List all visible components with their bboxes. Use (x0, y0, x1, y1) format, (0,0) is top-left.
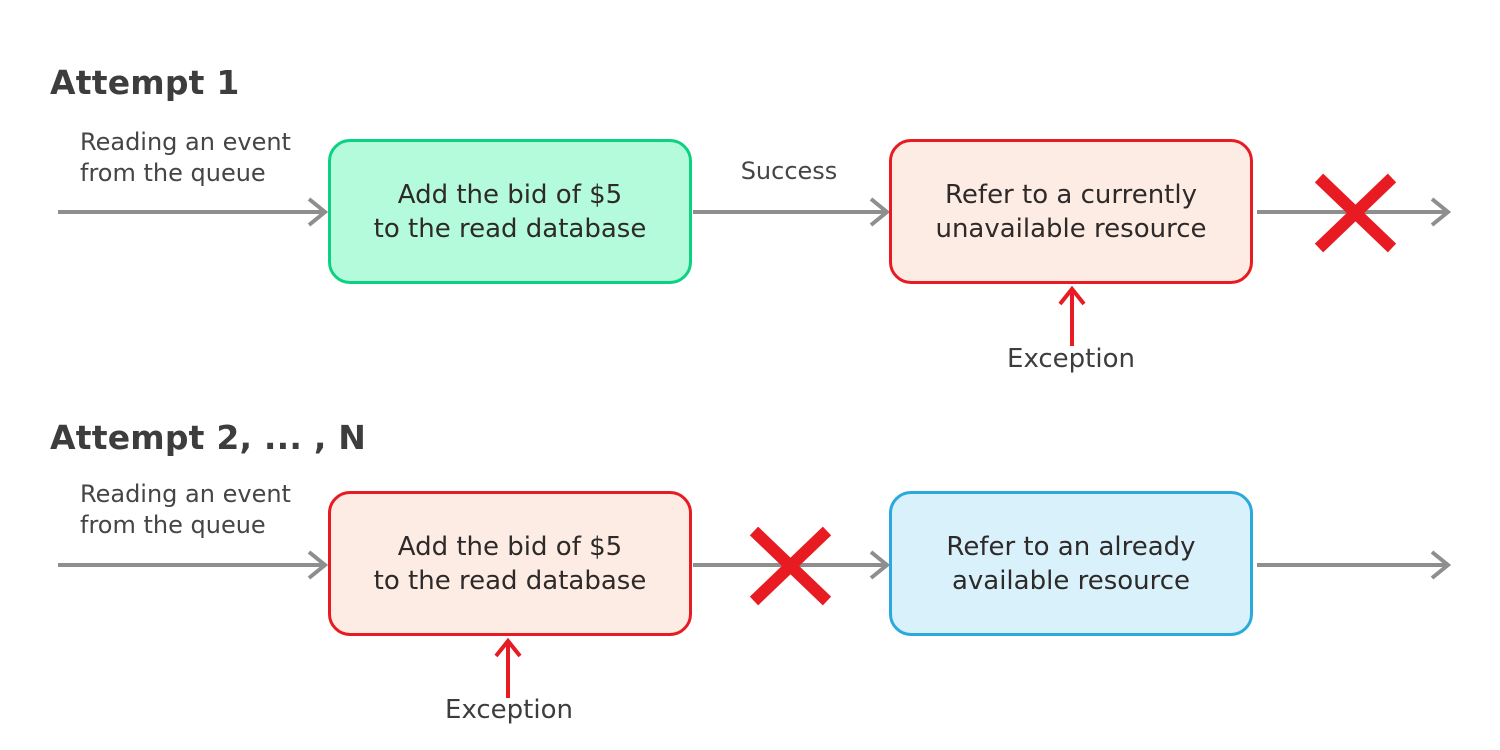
fail-x-icon (749, 526, 832, 606)
arrowhead-right-icon (307, 197, 329, 227)
exception-label-attempt1: Exception (1007, 344, 1135, 374)
step-text-line1: Add the bid of $5 (397, 179, 623, 210)
queue-label-line1: Reading an event (80, 480, 291, 508)
queue-label-attempt1: Reading an event from the queue (80, 127, 291, 189)
arrowhead-right-icon (1430, 197, 1452, 227)
exception-arrow-icon (494, 637, 522, 698)
flow-arrow-queue-to-step1-attempt1 (58, 197, 329, 227)
success-label: Success (740, 157, 838, 185)
arrowhead-right-icon (1430, 550, 1452, 580)
attempt-2-heading: Attempt 2, ... , N (50, 418, 367, 458)
arrowhead-right-icon (307, 550, 329, 580)
queue-label-attempt2: Reading an event from the queue (80, 479, 291, 541)
step-text-line2: available resource (951, 565, 1191, 596)
queue-label-line2: from the queue (80, 159, 266, 187)
step-text-line2: to the read database (373, 213, 647, 244)
step-text-line2: to the read database (373, 565, 647, 596)
queue-label-line2: from the queue (80, 511, 266, 539)
arrowhead-right-icon (869, 550, 891, 580)
flow-arrow-step2-out-attempt2 (1257, 550, 1452, 580)
step-text-line1: Add the bid of $5 (397, 531, 623, 562)
step-text-line1: Refer to a currently (945, 179, 1197, 210)
attempt-1-heading: Attempt 1 (50, 63, 240, 103)
step-box-add-bid-success: Add the bid of $5 to the read database (328, 139, 692, 284)
step-box-unavailable-resource: Refer to a currently unavailable resourc… (889, 139, 1253, 284)
flow-arrow-queue-to-step1-attempt2 (58, 550, 329, 580)
step-text-line1: Refer to an already (946, 531, 1196, 562)
exception-arrow-icon (1058, 285, 1086, 346)
fail-x-icon (1314, 173, 1397, 253)
step-box-add-bid-failed: Add the bid of $5 to the read database (328, 491, 692, 636)
exception-label-attempt2: Exception (445, 695, 573, 725)
arrowhead-right-icon (869, 197, 891, 227)
queue-label-line1: Reading an event (80, 128, 291, 156)
flow-arrow-step1-to-step2-attempt1 (693, 197, 891, 227)
step-text-line2: unavailable resource (935, 213, 1207, 244)
step-box-available-resource: Refer to an already available resource (889, 491, 1253, 636)
